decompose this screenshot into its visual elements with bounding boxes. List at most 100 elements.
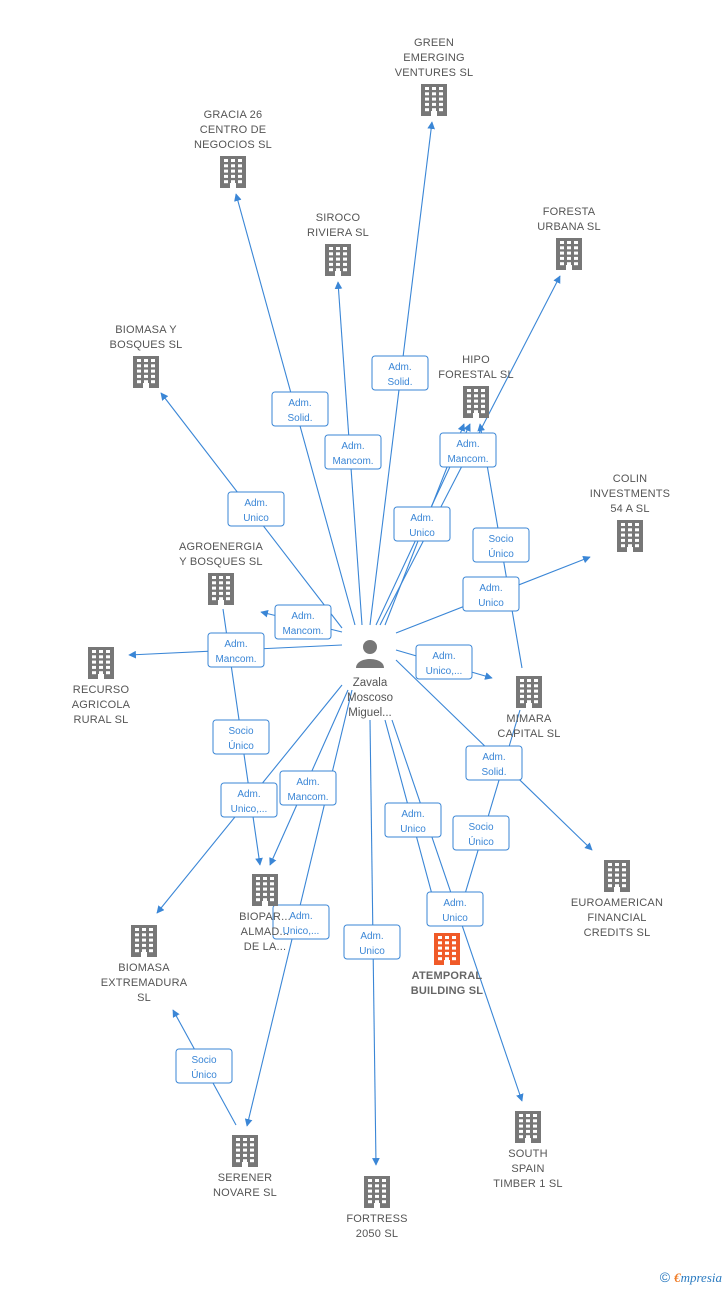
edge-role-text: Adm. — [410, 513, 433, 524]
company-node-green[interactable]: GREEN EMERGING VENTURES SL — [395, 37, 474, 116]
company-name: EMERGING — [403, 52, 465, 64]
edge-role-text: Adm. — [244, 498, 267, 509]
edge-role-text: Adm. — [237, 789, 260, 800]
edge-role-text: Unico — [442, 913, 468, 924]
brand-logo: ©€mpresia — [660, 1269, 722, 1286]
edge-role-label[interactable]: Adm.Unico — [343, 924, 401, 960]
edge-role-label[interactable]: Adm.Unico,... — [220, 782, 278, 818]
building-icon — [515, 1111, 541, 1143]
edge-role-text: Único — [468, 835, 494, 848]
edge-role-text: Socio — [228, 726, 253, 737]
edge-role-text: Mancom. — [332, 456, 373, 467]
company-name: BIOPAR... — [239, 911, 291, 923]
company-name: Y BOSQUES SL — [179, 556, 263, 568]
building-icon — [133, 356, 159, 388]
edge-role-label[interactable]: Adm.Unico,... — [272, 904, 330, 940]
edge-role-text: Adm. — [289, 911, 312, 922]
company-name: AGROENERGIA — [179, 541, 264, 553]
edge-role-text: Mancom. — [215, 654, 256, 665]
building-icon — [516, 676, 542, 708]
company-name: NEGOCIOS SL — [194, 139, 272, 151]
edge-role-label[interactable]: Adm.Unico — [426, 891, 484, 927]
edge-role-label[interactable]: Adm.Solid. — [371, 355, 429, 391]
company-name: SIROCO — [316, 212, 361, 224]
edge-role-label[interactable]: Adm.Mancom. — [439, 432, 497, 468]
building-icon — [220, 156, 246, 188]
edge-role-label[interactable]: Adm.Unico,... — [415, 644, 473, 680]
company-name: FINANCIAL — [587, 912, 646, 924]
edge-role-text: Unico — [400, 824, 426, 835]
brand-name: mpresia — [680, 1270, 722, 1285]
company-name: VENTURES SL — [395, 67, 474, 79]
edge-role-text: Unico,... — [426, 666, 463, 677]
edge-role-text: Mancom. — [287, 792, 328, 803]
person-node[interactable]: ZavalaMoscosoMiguel... — [347, 640, 393, 719]
edge-role-label[interactable]: Adm.Unico — [393, 506, 451, 542]
edge-role-label[interactable]: Adm. Mancom. — [324, 434, 382, 470]
company-name: CAPITAL SL — [497, 728, 560, 740]
building-icon — [325, 244, 351, 276]
edge-role-label[interactable]: Adm.Unico — [227, 491, 285, 527]
company-name: HIPO — [462, 354, 490, 366]
edge-role-text: Mancom. — [447, 454, 488, 465]
building-icon — [232, 1135, 258, 1167]
company-node-agroenergia[interactable]: AGROENERGIA Y BOSQUES SL — [179, 541, 264, 605]
edge-role-label[interactable]: Adm.Mancom. — [274, 604, 332, 640]
building-icon — [463, 386, 489, 418]
company-name: NOVARE SL — [213, 1187, 277, 1199]
building-icon — [556, 238, 582, 270]
company-name: EUROAMERICAN — [571, 897, 663, 909]
edge-role-label[interactable]: Adm.Unico — [384, 802, 442, 838]
edge-role-text: Adm. — [388, 362, 411, 373]
company-name: FORESTA — [543, 206, 596, 218]
company-name: TIMBER 1 SL — [493, 1178, 562, 1190]
edge-role-text: Adm. — [341, 441, 364, 452]
company-name: 54 A SL — [610, 503, 649, 515]
company-name: 2050 SL — [356, 1228, 398, 1240]
edge-role-label[interactable]: Adm.Mancom. — [207, 632, 265, 668]
person-name: Zavala — [353, 677, 388, 689]
building-icon — [604, 860, 630, 892]
edge-role-label[interactable]: Adm.Unico — [462, 576, 520, 612]
edge-role-text: Único — [228, 739, 254, 752]
company-name: SERENER — [218, 1172, 273, 1184]
person-icon — [356, 640, 384, 668]
company-name: SOUTH — [508, 1148, 548, 1160]
company-name: CENTRO DE — [200, 124, 267, 136]
edge-role-label[interactable]: Adm.Solid. — [271, 391, 329, 427]
edge-role-label[interactable]: Adm.Mancom. — [279, 770, 337, 806]
company-name: BIOMASA — [118, 962, 170, 974]
edge-labels-layer: Adm.Solid.Adm.Solid.Adm.Mancom.Adm.Manco… — [175, 355, 530, 1084]
edge-role-label[interactable]: Adm.Solid. — [465, 745, 523, 781]
company-name: ALMAD... — [241, 926, 290, 938]
company-name: BOSQUES SL — [110, 339, 183, 351]
edge-role-text: Unico — [478, 598, 504, 609]
company-name: GREEN — [414, 37, 454, 49]
building-icon — [421, 84, 447, 116]
edge-role-text: Adm. — [288, 398, 311, 409]
company-node-serener[interactable]: SERENER NOVARE SL — [213, 1135, 277, 1199]
building-icon — [434, 933, 460, 965]
edge-role-text: Solid. — [481, 767, 506, 778]
company-node-biopark[interactable]: BIOPAR...ALMAD...DE LA... — [239, 874, 291, 953]
company-name: SL — [137, 992, 151, 1004]
